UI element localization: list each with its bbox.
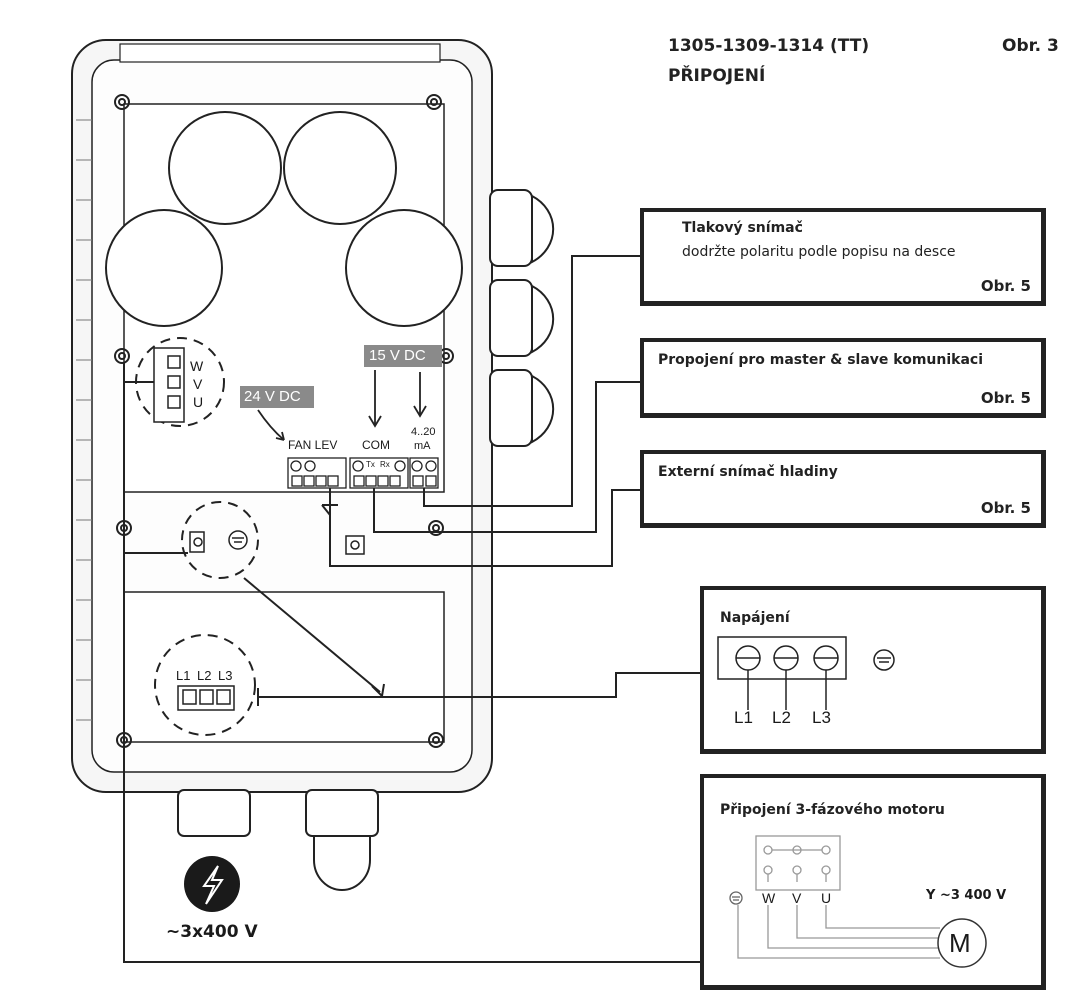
cable-glands-bottom xyxy=(177,789,379,891)
power-box-l1: L1 xyxy=(734,708,753,727)
voltage-24v-label: 24 V DC xyxy=(244,388,301,405)
supply-voltage-label: ~3x400 V xyxy=(166,922,258,942)
connection-subtitle: PŘIPOJENÍ xyxy=(668,66,766,86)
pressure-sensor-note: dodržte polaritu podle popisu na desce xyxy=(682,244,956,260)
voltage-15v-label: 15 V DC xyxy=(369,347,426,364)
com-label: COM xyxy=(362,438,390,452)
motor-connection-box: Připojení 3-fázového motoru xyxy=(700,774,1046,990)
voltage-labels xyxy=(240,345,442,408)
tx-label: Tx xyxy=(366,460,375,469)
motor-box-u: U xyxy=(821,890,832,906)
level-sensor-ref: Obr. 5 xyxy=(980,499,1031,517)
power-supply-title: Napájení xyxy=(720,610,790,626)
motor-terminal-w: W xyxy=(190,358,204,374)
lightning-icon xyxy=(184,856,240,912)
analog-range-label: 4..20 xyxy=(411,426,436,438)
power-box-l3: L3 xyxy=(812,708,831,727)
power-terminal-l3: L3 xyxy=(218,668,233,683)
analog-unit-label: mA xyxy=(414,440,431,452)
motor-terminal-v: V xyxy=(193,376,203,392)
pressure-sensor-box: Tlakový snímač dodržte polaritu podle po… xyxy=(640,208,1046,306)
master-slave-title: Propojení pro master & slave komunikaci xyxy=(658,352,983,368)
motor-symbol-label: M xyxy=(949,928,971,958)
fan-lev-label: FAN LEV xyxy=(288,438,338,452)
power-supply-box: Napájení xyxy=(700,586,1046,754)
power-terminal-l1: L1 xyxy=(176,668,191,683)
indicator-arrows xyxy=(257,370,427,441)
pressure-sensor-ref: Obr. 5 xyxy=(980,277,1031,295)
ground-terminal xyxy=(181,501,365,579)
pressure-sensor-title: Tlakový snímač xyxy=(682,220,803,236)
motor-terminal-u: U xyxy=(193,394,204,410)
motor-box-w: W xyxy=(762,890,776,906)
level-sensor-box: Externí snímač hladiny Obr. 5 xyxy=(640,450,1046,528)
motor-voltage-label: Y ~3 400 V xyxy=(926,888,1007,903)
level-sensor-title: Externí snímač hladiny xyxy=(658,464,838,480)
motor-box-wiring xyxy=(729,835,940,959)
master-slave-ref: Obr. 5 xyxy=(980,389,1031,407)
figure-ref: Obr. 3 xyxy=(1002,36,1059,56)
motor-box-v: V xyxy=(792,890,802,906)
motor-connection-title: Připojení 3-fázového motoru xyxy=(720,802,945,818)
controller-housing xyxy=(71,39,493,793)
model-title: 1305-1309-1314 (TT) xyxy=(668,36,870,56)
power-terminal-l2: L2 xyxy=(197,668,212,683)
signal-terminals xyxy=(287,457,439,489)
power-box-terminals xyxy=(717,636,895,710)
motor-symbol xyxy=(937,918,987,968)
power-box-l2: L2 xyxy=(772,708,791,727)
master-slave-box: Propojení pro master & slave komunikaci … xyxy=(640,338,1046,418)
cable-glands-right xyxy=(489,189,555,447)
rx-label: Rx xyxy=(380,460,390,469)
power-terminal-block xyxy=(154,634,256,736)
wiring-lines xyxy=(123,255,700,963)
